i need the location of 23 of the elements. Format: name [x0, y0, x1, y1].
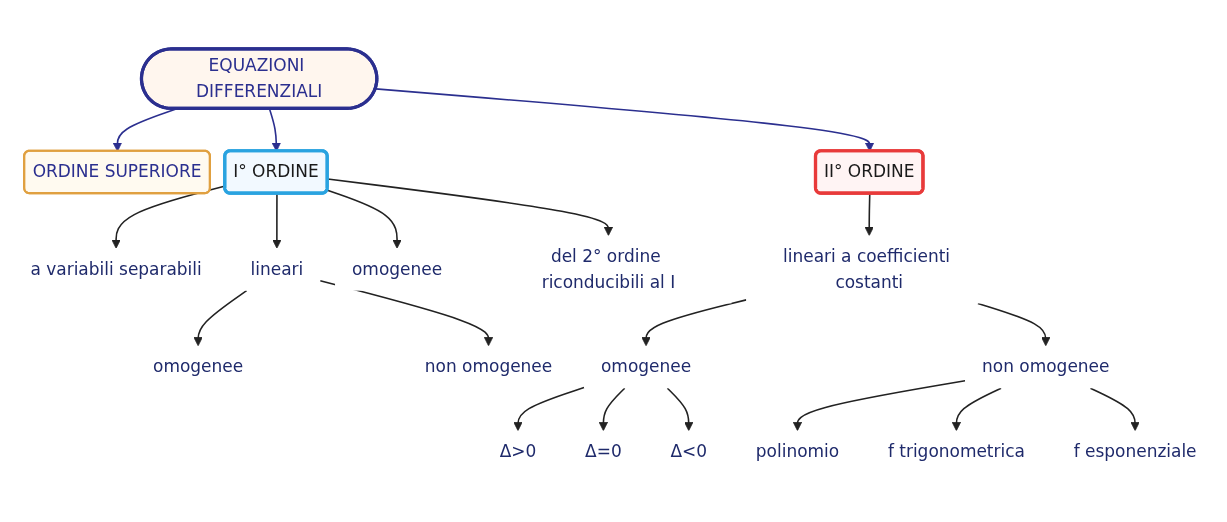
node-text: omogenee	[601, 356, 692, 377]
arrow	[666, 387, 694, 432]
arrow	[641, 299, 748, 347]
node-text: non omogenee	[982, 356, 1110, 377]
node-text: Δ>0	[499, 441, 537, 462]
node-text: lineari a coefficienti costanti	[783, 246, 951, 292]
arrow	[193, 289, 248, 347]
arrow	[1089, 387, 1140, 432]
node-text: non omogenee	[424, 356, 553, 377]
arrow	[977, 302, 1051, 347]
arrow	[598, 387, 626, 432]
node-text: polinomio	[755, 441, 840, 462]
arrow	[513, 386, 585, 432]
arrow	[951, 387, 1002, 432]
node-text: f trigonometrica	[887, 441, 1025, 462]
arrow	[792, 380, 966, 432]
node-text: del 2° ordine riconducibili al I	[541, 246, 676, 292]
node-text: Δ=0	[585, 441, 622, 462]
node-text: Δ<0	[670, 441, 708, 462]
node-text: lineari	[250, 258, 304, 280]
node-text: f esponenziale	[1073, 441, 1197, 462]
node-text: omogenee	[153, 356, 244, 377]
node-text: a variabili separabili	[30, 258, 202, 280]
